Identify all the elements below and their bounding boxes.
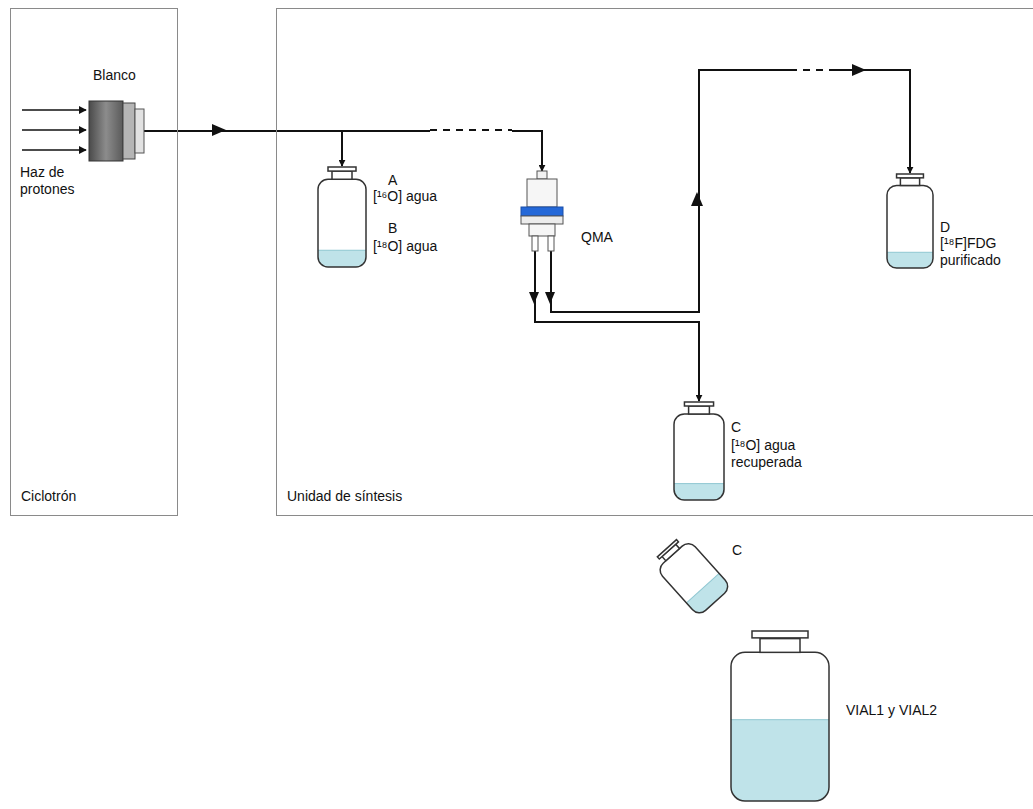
vial-figure [730,630,830,802]
tube-line [535,251,699,401]
node-label: C [732,542,742,559]
vial-figure [673,401,725,501]
node-label: Blanco [93,67,136,84]
node-label: [¹⁶O] agua [373,188,437,205]
node-label: C [731,419,741,436]
cyclotron-panel: BlancoCiclotrón [10,8,178,516]
flow-arrowheads [212,64,866,304]
vial-figure [886,173,934,269]
tilted-vial: C [668,538,714,612]
tube-line [551,70,910,312]
tube-line [144,131,342,166]
target: Blanco [89,101,144,161]
node-label: [¹⁸O] agua [373,238,437,255]
node-label: VIAL1 y VIAL2 [846,702,937,719]
target-figure [89,101,144,161]
vial: C[¹⁸O] agua recuperada [673,401,725,501]
node-label: B [388,220,397,237]
synthesis-unit-panel: A[¹⁶O] aguaB[¹⁸O] aguaQMAD[¹⁸F]FDG purif… [276,8,1033,516]
large-vial: VIAL1 y VIAL2 [730,630,830,802]
qma-cartridge: QMA [521,171,563,251]
proton-beam [22,110,86,150]
vial-figure [317,166,367,268]
panel-title: Unidad de síntesis [287,488,402,505]
tube-line [144,131,542,171]
node-label: [¹⁸O] agua recuperada [731,437,821,471]
panel-title: Ciclotrón [21,488,76,505]
tilted-figure [649,532,733,618]
qma-figure [521,171,563,251]
dashed-gap [430,64,830,136]
node-label: QMA [581,229,613,246]
beam-label: Haz de protones [20,164,92,198]
vial: D[¹⁸F]FDG purificado [886,173,934,269]
node-label: [¹⁸F]FDG purificado [940,235,1018,269]
vial: A[¹⁶O] aguaB[¹⁸O] agua [317,166,367,268]
node-label: D [940,219,950,236]
node-label: A [388,172,397,189]
